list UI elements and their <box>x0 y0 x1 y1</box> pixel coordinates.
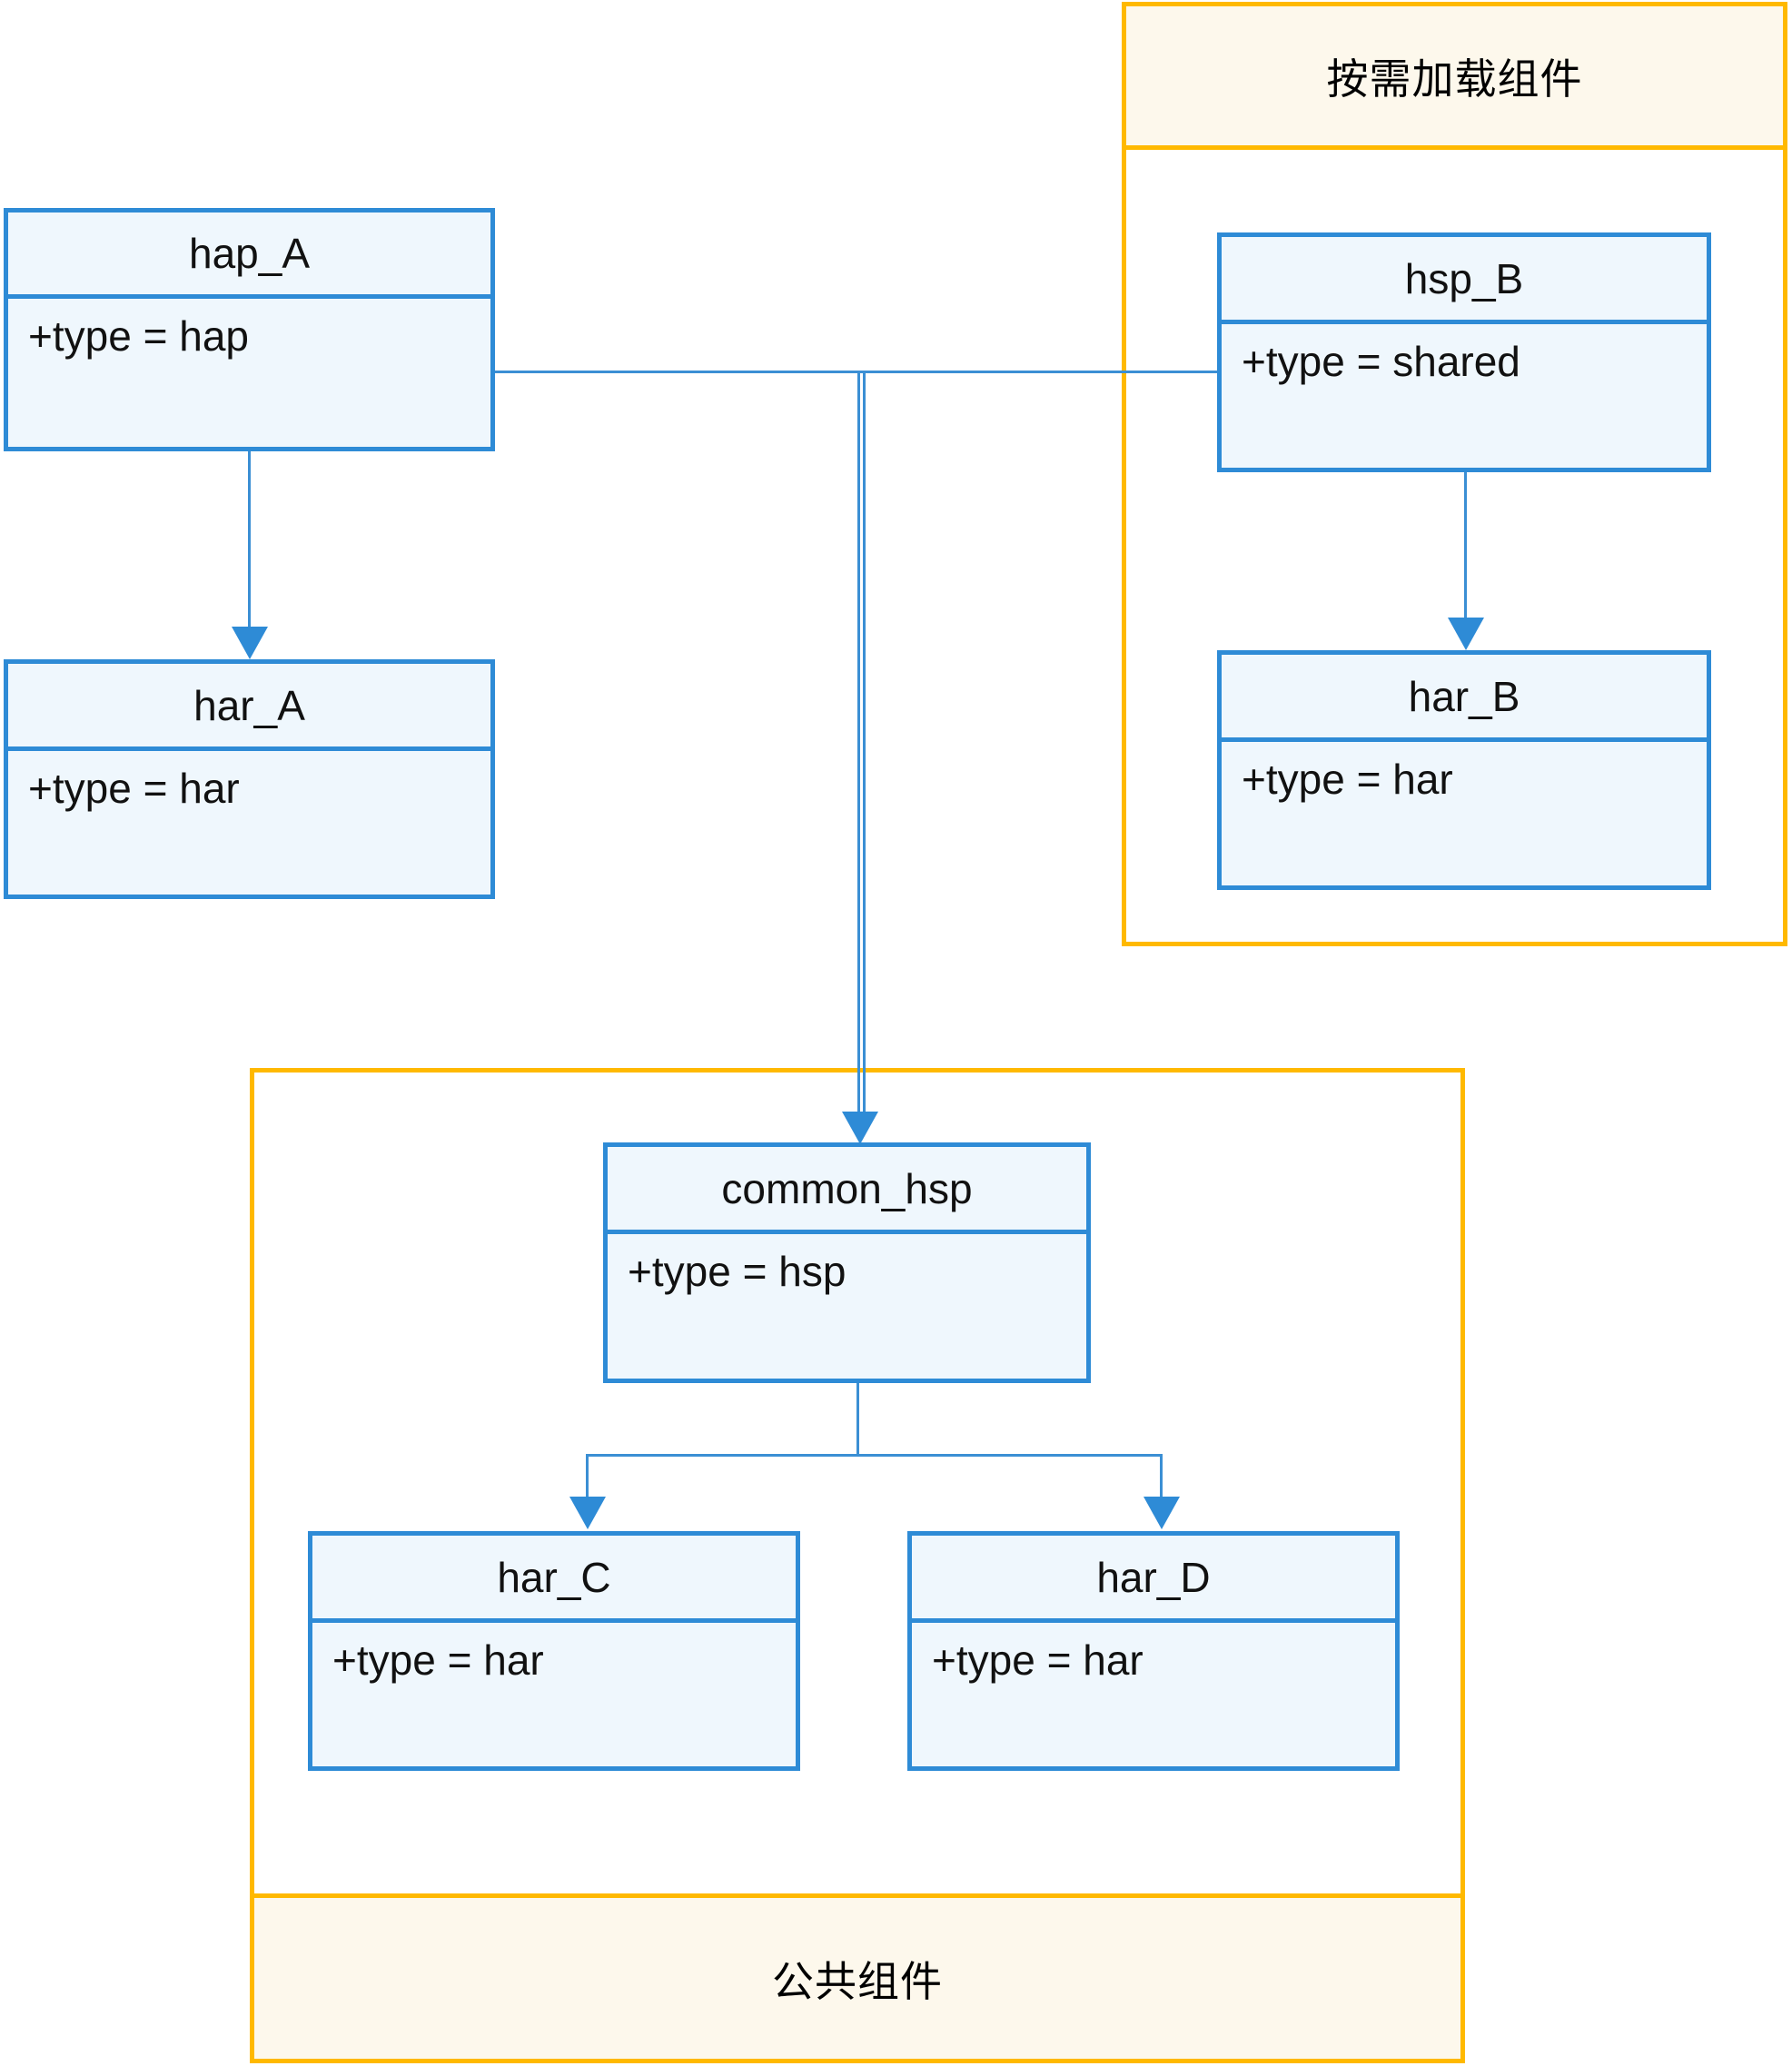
node-common-hsp-title: common_hsp <box>608 1147 1086 1234</box>
node-har-c-title: har_C <box>312 1536 796 1623</box>
edge-commonhsp-to-harC-vertical <box>586 1454 589 1499</box>
node-har-b-attribute: +type = har <box>1242 756 1453 803</box>
edge-hapA-to-harA-vertical <box>248 451 251 629</box>
node-hap-a-attribute: +type = hap <box>28 312 249 360</box>
node-har-b-title: har_B <box>1222 655 1707 742</box>
edge-hapA-to-commonhsp-vertical <box>857 371 860 1115</box>
node-hap-a-title: hap_A <box>8 213 490 299</box>
edge-hapA-to-hspB-horizontal <box>495 371 1217 373</box>
node-har-a-title: har_A <box>8 664 490 751</box>
group-common-footer-band: 公共组件 <box>250 1893 1465 2063</box>
node-common-hsp-attribute: +type = hsp <box>628 1248 846 1295</box>
node-har-d-title: har_D <box>912 1536 1395 1623</box>
node-hsp-b-attribute: +type = shared <box>1242 338 1520 385</box>
edge-hspB-to-harB-vertical <box>1464 472 1467 620</box>
edge-commonhsp-fork-stem <box>856 1383 859 1456</box>
edge-commonhsp-to-harD-arrowhead <box>1144 1497 1180 1529</box>
edge-hspB-to-harB-arrowhead <box>1448 618 1484 650</box>
edge-commonhsp-to-harD-vertical <box>1160 1454 1163 1499</box>
node-har-c-attribute: +type = har <box>332 1636 544 1684</box>
node-common-hsp[interactable]: common_hsp +type = hsp <box>603 1142 1091 1383</box>
edge-commonhsp-fork-bar <box>586 1454 1162 1457</box>
node-hap-a[interactable]: hap_A +type = hap <box>4 208 495 451</box>
node-har-a[interactable]: har_A +type = har <box>4 659 495 899</box>
edge-hapA-to-harA-arrowhead <box>232 627 268 659</box>
edge-commonhsp-to-harC-arrowhead <box>569 1497 606 1529</box>
group-on-demand-label: 按需加载组件 <box>1326 54 1583 103</box>
node-har-d[interactable]: har_D +type = har <box>907 1531 1400 1771</box>
node-har-a-attribute: +type = har <box>28 765 240 812</box>
node-hsp-b-title: hsp_B <box>1222 237 1707 324</box>
node-hsp-b[interactable]: hsp_B +type = shared <box>1217 232 1711 472</box>
node-har-c[interactable]: har_C +type = har <box>308 1531 800 1771</box>
edge-hapA-to-commonhsp-vertical-b <box>863 371 866 1115</box>
group-common-label: 公共组件 <box>772 1957 943 2005</box>
group-on-demand-header-band: 按需加载组件 <box>1122 2 1787 150</box>
node-har-d-attribute: +type = har <box>932 1636 1144 1684</box>
node-har-b[interactable]: har_B +type = har <box>1217 650 1711 890</box>
edge-hapA-to-commonhsp-arrowhead <box>842 1112 878 1144</box>
